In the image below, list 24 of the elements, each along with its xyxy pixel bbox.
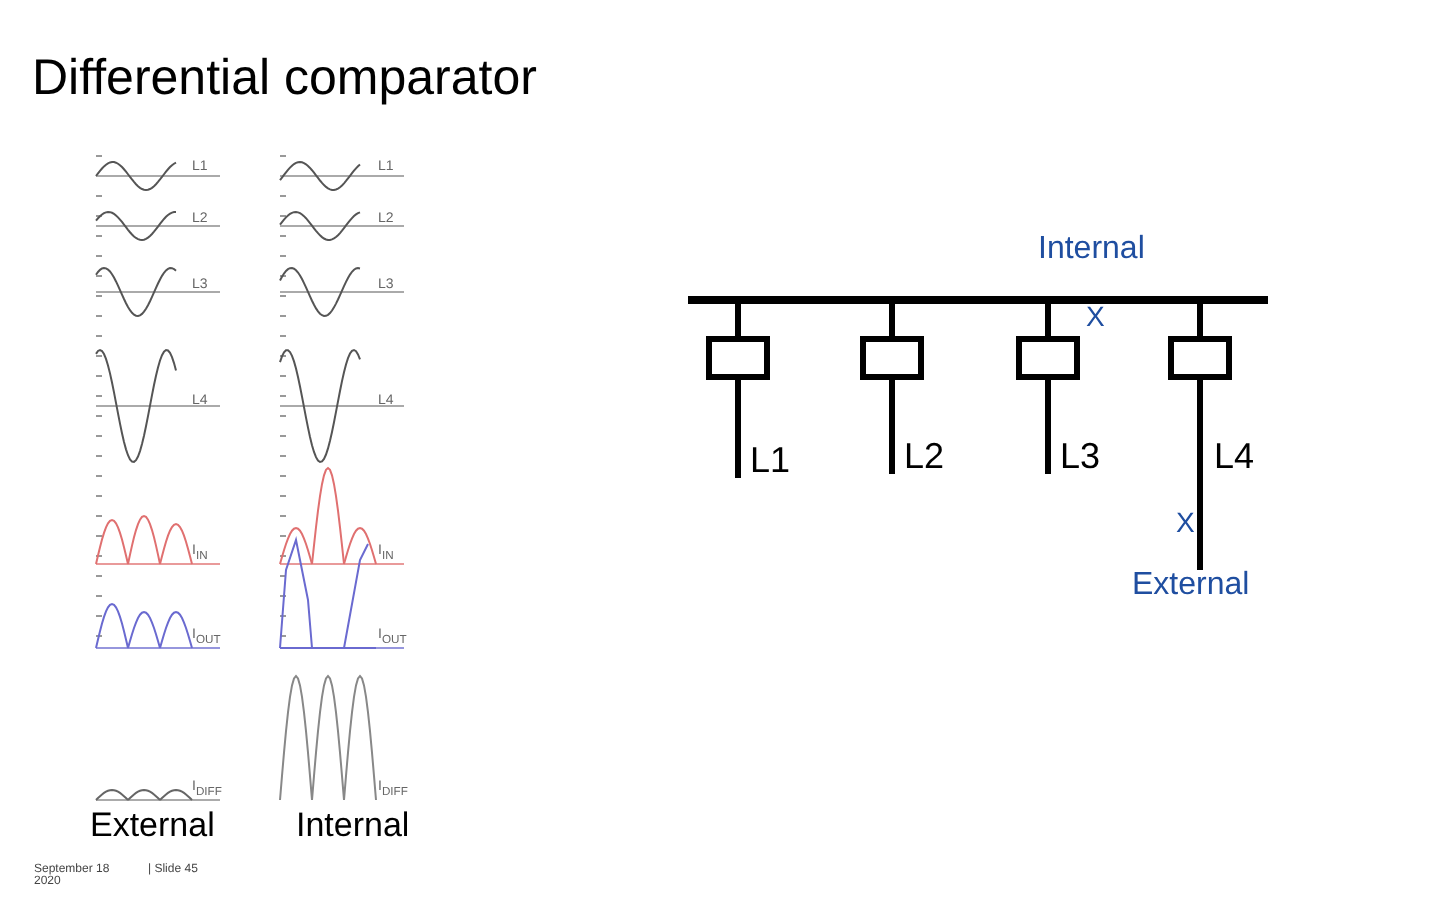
feeder-line — [889, 304, 895, 336]
relay-box — [1168, 336, 1232, 380]
fault-location-label: External — [1132, 570, 1272, 606]
column-caption: External — [90, 808, 215, 842]
feeder-label: L3 — [1044, 438, 1108, 474]
fault-location-label: Internal — [1038, 234, 1145, 266]
feeder-line — [735, 304, 741, 336]
column-caption: Internal — [296, 808, 410, 842]
feeder-label: L2 — [888, 438, 952, 474]
relay-box — [1016, 336, 1080, 380]
busbar — [688, 296, 1268, 304]
fault-mark: X — [1086, 302, 1105, 330]
feeder-line — [1045, 380, 1051, 474]
fault-mark: X — [1176, 508, 1195, 536]
feeder-label: L1 — [734, 442, 798, 478]
feeder-line — [1197, 304, 1203, 336]
slide-title: Differential comparator — [32, 54, 537, 104]
feeder-line — [1045, 304, 1051, 336]
feeder-line — [1197, 380, 1203, 570]
relay-box — [860, 336, 924, 380]
feeder-line — [735, 380, 741, 478]
feeder-line — [889, 380, 895, 474]
feeder-label: L4 — [1214, 438, 1255, 474]
relay-box — [706, 336, 770, 380]
